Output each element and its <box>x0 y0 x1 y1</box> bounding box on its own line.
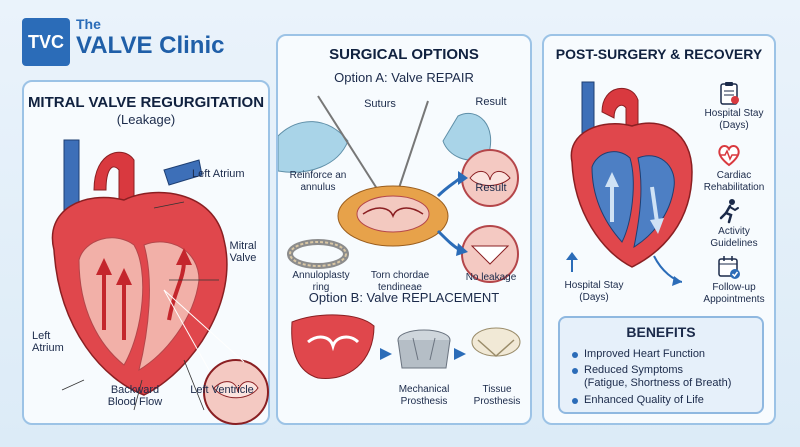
option-b-heading: Option B: Valve REPLACEMENT <box>308 290 500 305</box>
label-left-ventricle: Left Ventricle <box>190 384 254 396</box>
left-panel-title: MITRAL VALVE REGURGITATION <box>27 94 265 111</box>
logo-the-text: The <box>76 16 101 32</box>
label-reinforce-annulus: Reinforce an annulus <box>289 170 347 193</box>
benefit-item: Enhanced Quality of Life <box>572 394 704 407</box>
label-mitral-valve: Mitral Valve <box>229 240 257 264</box>
bullet-icon <box>572 368 578 374</box>
left-panel-subtitle: (Leakage) <box>116 112 176 127</box>
benefit-text: Enhanced Quality of Life <box>584 394 704 406</box>
heart-illustration <box>51 139 269 425</box>
option-a-heading: Option A: Valve REPAIR <box>334 70 474 85</box>
label-hospital-stay-left: Hospital Stay (Days) <box>564 280 624 303</box>
label-activity-guidelines: Activity Guidelines <box>710 226 758 249</box>
heart-pulse-icon <box>718 145 740 167</box>
benefit-item: Reduced Symptoms (Fatigue, Shortness of … <box>572 364 731 390</box>
label-backward-blood-flow: Backward Blood Flow <box>107 384 163 408</box>
label-suturs: Suturs <box>364 98 396 110</box>
clinic-name: VALVE Clinic <box>76 32 225 59</box>
benefits-title: BENEFITS <box>626 324 696 340</box>
recovery-arrows <box>566 252 682 286</box>
valve-replacement-illustration <box>291 314 521 379</box>
right-panel-title: POST-SURGERY & RECOVERY <box>555 46 763 62</box>
benefit-text: Improved Heart Function <box>584 348 706 360</box>
running-person-icon <box>719 199 739 224</box>
bullet-icon <box>572 352 578 358</box>
label-torn-chordae: Torn chordae tendineae <box>370 270 430 293</box>
clinic-logo: TVC <box>22 18 70 66</box>
label-no-leakage: No leakage <box>465 272 517 283</box>
benefit-text: Reduced Symptoms (Fatigue, Shortness of … <box>584 364 732 389</box>
label-result-2: Result <box>475 182 507 194</box>
label-left-atrium-top: Left Atrium <box>192 168 245 180</box>
post-surgery-panel: POST-SURGERY & RECOVERY Hospital Stay (D… <box>542 34 776 425</box>
label-cardiac-rehab: Cardiac Rehabilitation <box>703 170 765 193</box>
benefits-box: BENEFITS Improved Heart Function Reduced… <box>558 316 764 414</box>
mid-panel-title: SURGICAL OPTIONS <box>329 46 479 63</box>
label-tissue-prosthesis: Tissue Prosthesis <box>473 384 521 407</box>
surgical-options-panel: SURGICAL OPTIONS Option A: Valve REPAIR … <box>276 34 532 425</box>
label-annuloplasty-ring: Annuloplasty ring <box>292 270 350 293</box>
header: TVC The VALVE Clinic <box>0 0 800 80</box>
valve-repair-illustration <box>278 95 519 283</box>
benefit-item: Improved Heart Function <box>572 348 705 361</box>
recovered-heart-illustration <box>570 81 693 268</box>
clipboard-icon <box>720 82 739 105</box>
calendar-check-icon <box>718 256 740 279</box>
label-mechanical-prosthesis: Mechanical Prosthesis <box>398 384 450 407</box>
bullet-icon <box>572 398 578 404</box>
label-left-atrium-side: Left Atrium <box>32 330 64 354</box>
mitral-regurgitation-panel: MITRAL VALVE REGURGITATION (Leakage) Lef… <box>22 80 270 425</box>
label-follow-up: Follow-up Appointments <box>703 282 765 305</box>
label-result-1: Result <box>475 96 507 108</box>
label-hospital-stay: Hospital Stay (Days) <box>704 108 764 131</box>
